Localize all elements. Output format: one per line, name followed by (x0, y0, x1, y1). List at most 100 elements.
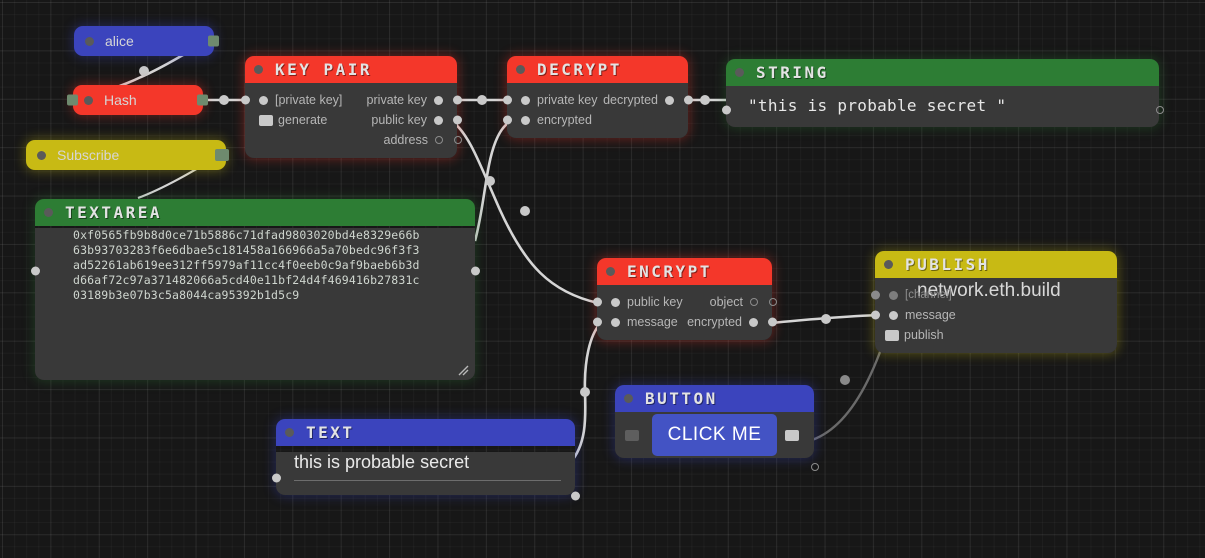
node-textarea-header[interactable]: TEXTAREA (35, 199, 475, 226)
port-in-publish-message[interactable] (870, 310, 880, 320)
node-publish[interactable]: PUBLISH network.eth.build [channel] mess… (870, 251, 1117, 353)
label-encrypt-message: message (627, 315, 678, 329)
node-text[interactable]: TEXT this is probable secret (271, 419, 580, 501)
port-out-address[interactable] (453, 136, 462, 144)
button-row: CLICK ME (615, 412, 814, 458)
label-public-key-out: public key (371, 113, 427, 127)
port-in-string[interactable] (721, 105, 731, 115)
port-in-encrypt-public-key[interactable] (592, 297, 602, 307)
port-out-alice[interactable] (208, 35, 219, 47)
node-textarea-body: 0xf0565fb9b8d0ce71b5886c71dfad9803020bd4… (30, 228, 480, 380)
node-encrypt-header[interactable]: ENCRYPT (597, 258, 772, 285)
node-key-pair-title: KEY PAIR (275, 60, 373, 79)
row-publish-channel[interactable]: [channel] (870, 285, 1117, 305)
port-out-encrypt-object[interactable] (768, 298, 777, 306)
node-collapse-dot[interactable] (84, 95, 93, 105)
node-collapse-dot[interactable] (37, 150, 46, 160)
node-hash[interactable]: Hash (67, 85, 208, 115)
button-output-checkbox[interactable] (785, 429, 799, 441)
node-text-title: TEXT (306, 423, 355, 442)
port-out-decrypted[interactable] (683, 95, 693, 105)
string-value: "this is probable secret " (748, 96, 1007, 115)
port-in-private-key[interactable] (240, 95, 250, 105)
node-string[interactable]: STRING "this is probable secret " (721, 59, 1164, 127)
node-textarea[interactable]: TEXTAREA 0xf0565fb9b8d0ce71b5886c71dfad9… (30, 199, 480, 380)
node-button[interactable]: BUTTON CLICK ME (615, 385, 819, 471)
port-dot-icon (521, 95, 530, 105)
label-encrypt-object: object (709, 295, 743, 309)
row-generate[interactable]: generate public key (245, 110, 462, 130)
port-dot-icon (889, 310, 898, 320)
port-in-text[interactable] (271, 473, 281, 483)
port-out-hash[interactable] (197, 94, 208, 106)
node-button-title: BUTTON (645, 389, 718, 408)
node-encrypt-body: public key object message encrypted (592, 285, 777, 340)
port-dot-icon (259, 95, 268, 105)
port-in-textarea[interactable] (30, 266, 40, 276)
label-decrypt-encrypted: encrypted (537, 113, 592, 127)
generate-checkbox[interactable] (259, 114, 273, 126)
row-publish-message[interactable]: message (870, 305, 1117, 325)
port-out-textarea[interactable] (470, 266, 480, 276)
node-string-header[interactable]: STRING (726, 59, 1159, 86)
resize-handle-icon[interactable] (458, 365, 469, 376)
publish-checkbox[interactable] (885, 329, 899, 341)
node-collapse-dot[interactable] (516, 65, 525, 74)
row-publish-publish[interactable]: publish (875, 325, 1117, 345)
row-private-key-in[interactable]: [private key] private key (240, 90, 462, 110)
port-out-button[interactable] (810, 463, 819, 471)
node-publish-title: PUBLISH (905, 255, 990, 274)
row-encrypt-message[interactable]: message encrypted (592, 312, 777, 332)
port-dot-icon (434, 115, 443, 125)
port-out-private-key[interactable] (452, 95, 462, 105)
row-decrypt-encrypted[interactable]: encrypted (502, 110, 688, 130)
port-out-public-key[interactable] (452, 115, 462, 125)
port-out-encrypt-encrypted[interactable] (767, 317, 777, 327)
node-publish-header[interactable]: PUBLISH (875, 251, 1117, 278)
row-decrypt-private-key[interactable]: private key decrypted (502, 90, 693, 110)
port-dot-icon (434, 95, 443, 105)
port-in-decrypt-private-key[interactable] (502, 95, 512, 105)
node-collapse-dot[interactable] (85, 36, 94, 46)
textarea-input[interactable]: 0xf0565fb9b8d0ce71b5886c71dfad9803020bd4… (73, 228, 420, 302)
node-collapse-dot[interactable] (285, 428, 294, 437)
port-out-text[interactable] (570, 491, 580, 501)
port-in-publish-channel[interactable] (870, 290, 880, 300)
node-decrypt-header[interactable]: DECRYPT (507, 56, 688, 83)
label-encrypt-public-key: public key (627, 295, 683, 309)
port-in-decrypt-encrypted[interactable] (502, 115, 512, 125)
node-button-header[interactable]: BUTTON (615, 385, 814, 412)
port-in-hash[interactable] (67, 94, 78, 106)
row-address[interactable]: address (245, 130, 462, 150)
label-private-key-in: [private key] (275, 93, 343, 107)
node-collapse-dot[interactable] (254, 65, 263, 74)
node-publish-body: network.eth.build [channel] message publ… (870, 278, 1117, 353)
node-collapse-dot[interactable] (44, 208, 53, 217)
node-alice[interactable]: alice (74, 26, 219, 56)
label-publish-publish: publish (904, 328, 944, 342)
port-dot-icon (750, 298, 758, 306)
text-value-input[interactable]: this is probable secret (294, 452, 561, 481)
port-out-string[interactable] (1155, 106, 1164, 114)
node-key-pair-header[interactable]: KEY PAIR (245, 56, 457, 83)
row-encrypt-public-key[interactable]: public key object (592, 292, 777, 312)
node-encrypt[interactable]: ENCRYPT public key object message encryp… (592, 258, 777, 340)
node-subscribe-label: Subscribe (57, 147, 120, 163)
publish-channel-placeholder: [channel] (905, 289, 952, 301)
node-collapse-dot[interactable] (624, 394, 633, 403)
label-encrypt-encrypted: encrypted (687, 315, 742, 329)
node-text-header[interactable]: TEXT (276, 419, 575, 446)
label-private-key-out: private key (366, 93, 427, 107)
port-in-encrypt-message[interactable] (592, 317, 602, 327)
node-key-pair[interactable]: KEY PAIR [private key] private key gener… (240, 56, 462, 158)
node-collapse-dot[interactable] (606, 267, 615, 276)
port-out-subscribe[interactable] (215, 149, 229, 161)
node-subscribe[interactable]: Subscribe (26, 140, 229, 170)
button-input-checkbox[interactable] (625, 429, 639, 441)
node-hash-label: Hash (104, 92, 137, 108)
node-decrypt[interactable]: DECRYPT private key decrypted encrypted (502, 56, 693, 138)
node-collapse-dot[interactable] (884, 260, 893, 269)
node-collapse-dot[interactable] (735, 68, 744, 77)
click-me-button[interactable]: CLICK ME (652, 414, 777, 456)
